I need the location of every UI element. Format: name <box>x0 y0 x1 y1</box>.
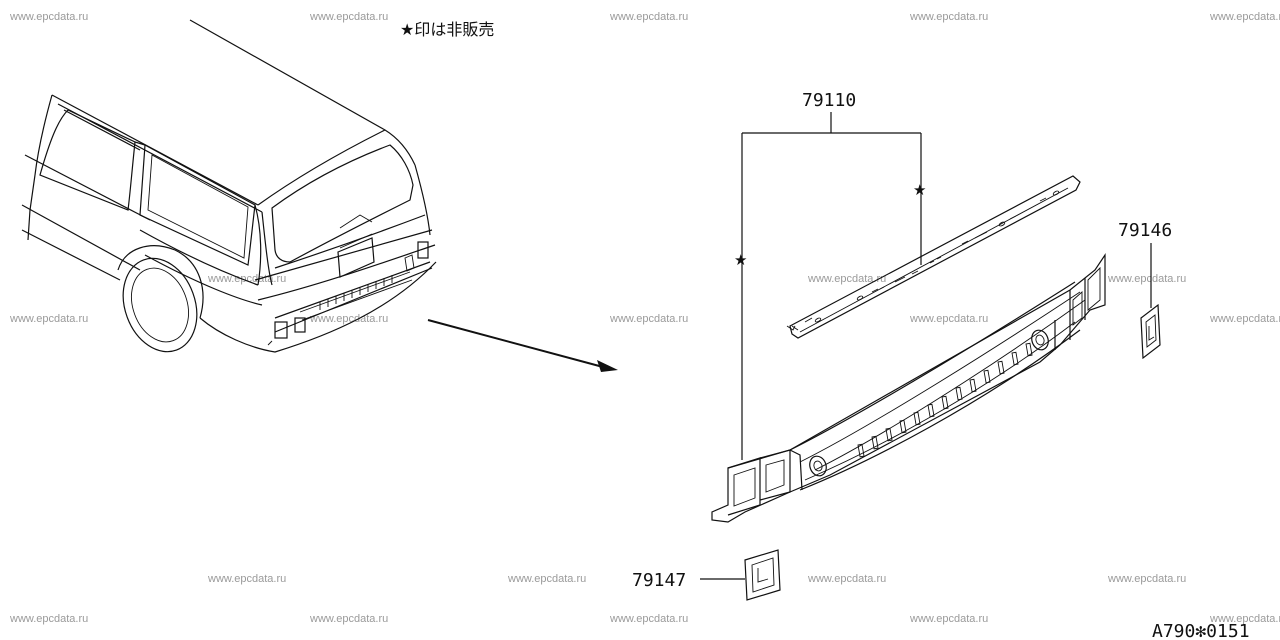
watermark: www.epcdata.ru <box>807 273 886 285</box>
watermark: www.epcdata.ru <box>309 11 388 23</box>
watermark: www.epcdata.ru <box>909 11 988 23</box>
watermark: www.epcdata.ru <box>9 313 88 325</box>
not-sold-note: ★印は非販売 <box>400 20 494 39</box>
panel-slots <box>857 342 1033 458</box>
part-number-79146: 79146 <box>1118 220 1172 241</box>
not-sold-star-marker: ★ <box>913 181 926 199</box>
direction-arrow <box>427 319 618 372</box>
watermark: www.epcdata.ru <box>909 613 988 625</box>
watermark: www.epcdata.ru <box>9 11 88 23</box>
watermark: www.epcdata.ru <box>609 11 688 23</box>
watermark: www.epcdata.ru <box>1209 613 1280 625</box>
watermark: www.epcdata.ru <box>1107 273 1186 285</box>
drawing-code: A790✻0151 <box>1152 621 1250 640</box>
rear-panel-lower-member <box>711 253 1106 523</box>
watermark: www.epcdata.ru <box>1107 573 1186 585</box>
watermark: www.epcdata.ru <box>309 313 388 325</box>
rear-panel-upper-member <box>786 175 1081 339</box>
part-number-79147: 79147 <box>632 570 686 591</box>
watermark: www.epcdata.ru <box>909 313 988 325</box>
part-79147: 79147 <box>632 549 781 601</box>
watermark: www.epcdata.ru <box>309 613 388 625</box>
not-sold-star-marker: ★ <box>734 251 747 269</box>
watermark: www.epcdata.ru <box>1209 313 1280 325</box>
part-79146: 79146 <box>1118 220 1172 360</box>
watermark: www.epcdata.ru <box>609 613 688 625</box>
watermark-grid: www.epcdata.ru www.epcdata.ru www.epcdat… <box>9 11 1280 625</box>
watermark: www.epcdata.ru <box>9 613 88 625</box>
watermark: www.epcdata.ru <box>207 273 286 285</box>
watermark: www.epcdata.ru <box>609 313 688 325</box>
watermark: www.epcdata.ru <box>1209 11 1280 23</box>
watermark: www.epcdata.ru <box>507 573 586 585</box>
part-79110-leader: 79110 ★ ★ <box>734 90 926 460</box>
watermark: www.epcdata.ru <box>207 573 286 585</box>
vehicle-rear-illustration <box>21 19 437 353</box>
watermark: www.epcdata.ru <box>807 573 886 585</box>
part-number-79110: 79110 <box>802 90 856 111</box>
